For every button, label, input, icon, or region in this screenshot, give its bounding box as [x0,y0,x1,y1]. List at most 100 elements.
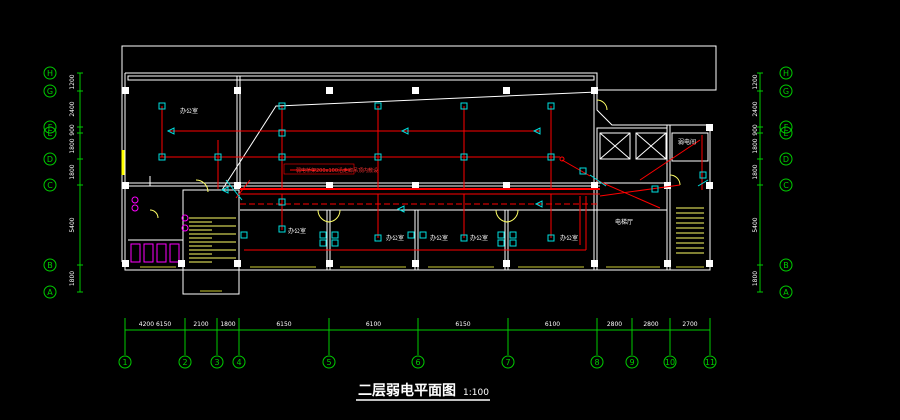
column-label-6: 6 [415,358,420,367]
column-bubble-6 [411,355,425,369]
column-bubble-8 [590,355,604,369]
room-label-1: 办公室 [180,107,198,115]
left-row-label-H: H [47,69,53,78]
windows [121,150,704,292]
left-row-label-D: D [47,155,53,164]
right-row-dimension: 1800 [752,164,759,179]
right-row-dimension: 2400 [752,101,759,116]
right-row-label-B: B [783,261,789,270]
column-label-10: 10 [665,358,675,367]
right-row-bubble-G [779,84,793,98]
column-dimension: 4200 6150 [139,321,172,328]
column-dimension: 2800 [643,321,658,328]
left-row-dimension: 1800 [69,138,76,153]
left-row-bubble-G [43,84,57,98]
room-label-2: 办公室 [288,227,306,235]
right-row-bubble-D [779,152,793,166]
column-label-8: 8 [594,358,599,367]
left-row-bubble-A [43,285,57,299]
column-dimension: 6100 [545,321,560,328]
doors [149,99,681,223]
column-dimension: 1800 [220,321,235,328]
right-row-label-C: C [783,181,789,190]
column-dimension: 2800 [607,321,622,328]
right-row-bubble-A [779,285,793,299]
column-dimension: 6150 [276,321,291,328]
column-bubble-5 [322,355,336,369]
left-row-label-E: E [47,129,52,138]
room-labels: 办公室 办公室 办公室 办公室 办公室 办公室 电梯厅 弱电间 [180,107,696,242]
left-row-label-A: A [47,288,53,297]
room-label-3: 办公室 [386,234,404,242]
right-row-bubble-H [779,66,793,80]
left-row-bubble-B [43,258,57,272]
right-row-label-H: H [783,69,789,78]
wiring [160,106,703,251]
toilet-fixtures [130,196,189,263]
room-label-6: 办公室 [560,234,578,242]
column-bubble-11 [703,355,717,369]
right-row-label-E: E [783,129,788,138]
right-row-dimension: 5400 [752,217,759,232]
right-row-label-D: D [783,155,789,164]
column-label-5: 5 [326,358,331,367]
right-row-dimension: 1200 [752,74,759,89]
drawing-scale: 1:100 [463,388,489,398]
devices [158,102,709,247]
column-label-11: 11 [705,358,715,367]
left-row-dimension: 1800 [69,164,76,179]
column-label-3: 3 [214,358,219,367]
right-row-bubble-B [779,258,793,272]
column-dimension: 2700 [682,321,697,328]
right-row-dimension: 900 [752,124,759,136]
right-row-bubble-F [779,120,793,134]
left-row-dimension: 1200 [69,74,76,89]
stairs [189,207,704,263]
right-row-bubble-E [779,126,793,140]
left-row-dimension: 5400 [69,217,76,232]
left-row-bubble-C [43,178,57,192]
column-bubble-7 [501,355,515,369]
column-bubble-2 [178,355,192,369]
room-label-4: 办公室 [430,234,448,242]
left-row-label-B: B [47,261,53,270]
column-label-2: 2 [182,358,187,367]
left-row-dimension: 2400 [69,101,76,116]
walls [121,45,717,295]
column-bubble-3 [210,355,224,369]
column-dimension: 2100 [193,321,208,328]
column-bubble-9 [625,355,639,369]
column-axis-bottom: 1 2 3 4 5 6 7 8 9 10 11 4200 6150 2100 1800 6150 6100 61… [118,318,717,369]
left-row-bubble-H [43,66,57,80]
right-row-dimension: 1800 [752,138,759,153]
right-row-label-A: A [783,288,789,297]
left-row-bubble-D [43,152,57,166]
left-row-bubble-F [43,120,57,134]
right-row-bubble-C [779,178,793,192]
column-bubble-1 [118,355,132,369]
drawing-title: 二层弱电平面图 [358,382,456,399]
right-row-label-G: G [783,87,789,96]
columns [122,87,713,267]
column-bubble-10 [663,355,677,369]
left-row-dimension: 1800 [69,271,76,286]
room-label-9: 电梯厅 [615,218,633,226]
room-label-10: 弱电间 [678,138,696,146]
column-dimension: 6100 [366,321,381,328]
left-row-label-G: G [47,87,53,96]
room-label-5: 办公室 [470,234,488,242]
column-dimension: 6150 [455,321,470,328]
column-label-7: 7 [505,358,510,367]
left-row-bubble-E [43,126,57,140]
left-row-dimension: 900 [69,124,76,136]
left-row-label-C: C [47,181,53,190]
column-label-9: 9 [629,358,634,367]
column-label-1: 1 [122,358,127,367]
column-label-4: 4 [236,358,241,367]
column-bubble-4 [232,355,246,369]
right-row-dimension: 1800 [752,271,759,286]
trunk-annotation: 弱电桥架200x100沿走廊吊顶内敷设 [296,167,378,174]
